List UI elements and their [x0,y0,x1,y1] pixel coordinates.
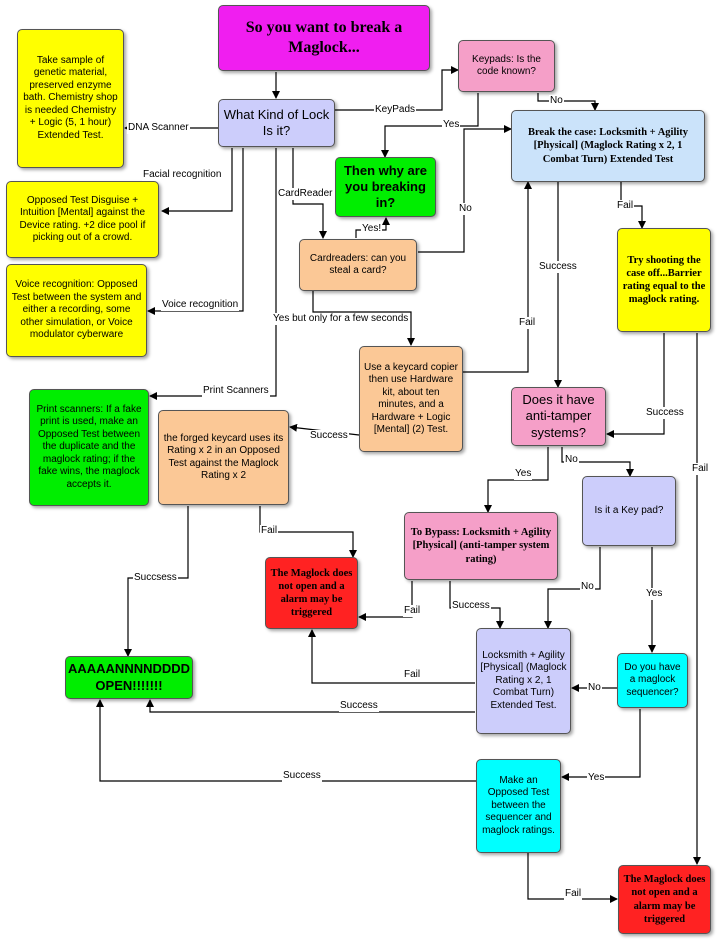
edge-label-yes-1: Yes [442,119,461,131]
edge-seq-yes [561,709,641,781]
node-fail-red-2-text: The Maglock does not open and a alarm ma… [623,874,706,925]
node-fail-red-1-text: The Maglock does not open and a alarm ma… [270,567,353,619]
edge-label-no-2: No [458,203,473,215]
node-open-text: AAAAANNNNDDDD OPEN!!!!!!! [67,661,191,693]
node-print-scanners-text: Print scanners: If a fake print is used,… [36,403,142,490]
node-fail-red-2: The Maglock does not open and a alarm ma… [618,865,711,934]
node-kind-of-lock: What Kind of Lock Is it? [218,99,335,147]
edge-label-yes-2: Yes [514,468,533,480]
edge-kind-to-print [149,148,277,400]
node-why-breaking: Then why are you breaking in? [335,157,436,217]
node-opposed-seq-text: Make an Opposed Test between the sequenc… [482,774,555,836]
node-is-keypad: Is it a Key pad? [582,476,676,546]
node-break-case: Break the case: Locksmith + Agility [Phy… [511,110,705,182]
edge-label-succsess: Succsess [133,572,178,584]
edge-label-fail-4: Fail [260,525,279,537]
edge-label-cardreader: CardReader [277,188,334,200]
node-anti-tamper-text: Does it have anti-tamper systems? [522,392,595,440]
edge-tamper-no [561,447,634,477]
node-kind-of-lock-text: What Kind of Lock Is it? [223,106,330,138]
edge-label-fail-5: Fail [403,605,422,617]
edge-kind-to-facial [161,148,233,215]
edge-label-no-4: No [580,581,595,593]
edge-cardreader-to-copier [312,291,415,346]
node-sequencer-q: Do you have a maglock sequencer? [617,653,688,708]
node-break-case-text: Break the case: Locksmith + Agility [Phy… [527,127,689,165]
edge-label-no-5: No [587,682,602,694]
edge-label-fail-3: Fail [691,463,710,475]
node-open: AAAAANNNNDDDD OPEN!!!!!!! [65,656,193,699]
node-title: So you want to break a Maglock... [218,5,430,71]
node-title-text: So you want to break a Maglock... [245,19,403,56]
edge-label-fail-1: Fail [616,200,635,212]
node-keypads-known: Keypads: Is the code known? [458,40,555,92]
node-try-shooting: Try shooting the case off...Barrier rati… [617,228,711,332]
edge-label-facial: Facial recognition [142,169,223,181]
node-why-breaking-text: Then why are you breaking in? [343,162,428,211]
edge-label-fail-2: Fail [518,317,537,329]
edge-label-yes-3: Yes [645,588,664,600]
node-locksmith-ext-text: Locksmith + Agility [Physical] (Maglock … [480,649,567,711]
edge-label-voice: Voice recognition [161,299,240,311]
edge-label-yes-excl: Yes! [361,223,383,235]
node-is-keypad-text: Is it a Key pad? [594,504,664,516]
node-forged-keycard: the forged keycard uses its Rating x 2 i… [158,410,289,505]
edge-label-success-6: Success [282,770,322,782]
node-cardreaders: Cardreaders: can you steal a card? [299,239,417,291]
node-print-scanners: Print scanners: If a fake print is used,… [29,389,149,506]
edge-cardreader-no [418,125,512,253]
edge-shoot-success [606,333,665,438]
node-forged-keycard-text: the forged keycard uses its Rating x 2 i… [163,432,284,482]
edge-opposed-success [96,699,476,782]
node-to-bypass-text: To Bypass: Locksmith + Agility [Physical… [410,527,552,565]
edge-label-yes-few: Yes but only for a few seconds [272,313,410,325]
node-voice-text: Voice recognition: Opposed Test between … [11,279,142,341]
edge-copier-fail [463,181,532,373]
edge-label-fail-6-mid: Fail [403,669,422,681]
edge-label-success-4: Success [451,600,491,612]
edge-label-print-scanners: Print Scanners [202,385,270,397]
node-facial-text: Opposed Test Disguise + Intuition [Menta… [19,194,146,244]
edge-kind-to-cardreader [292,148,327,239]
edge-label-no-3: No [564,454,579,466]
edge-label-no-1: No [549,95,564,107]
node-opposed-seq: Make an Opposed Test between the sequenc… [476,759,561,853]
node-keypads-known-text: Keypads: Is the code known? [472,53,541,78]
edge-label-yes-4: Yes [587,772,606,784]
edge-keypads-yes [381,93,479,158]
edge-kind-to-voice [147,148,244,315]
edge-locksmith-fail [308,629,475,684]
edge-opposed-fail [527,853,618,903]
edge-label-success-3: Success [309,430,349,442]
edge-bypass-fail [358,581,413,621]
edge-label-success-5: Success [339,700,379,712]
edge-keypad-no [544,547,601,629]
edge-label-fail-6: Fail [564,888,583,900]
node-keycard-copier: Use a keycard copier then use Hardware k… [359,346,463,452]
node-facial: Opposed Test Disguise + Intuition [Menta… [6,181,159,258]
node-anti-tamper: Does it have anti-tamper systems? [511,387,606,446]
node-dna-scanner-text: Take sample of genetic material, preserv… [23,54,118,141]
node-fail-red-1: The Maglock does not open and a alarm ma… [265,557,358,629]
node-cardreaders-text: Cardreaders: can you steal a card? [309,252,407,277]
node-keycard-copier-text: Use a keycard copier then use Hardware k… [364,361,458,436]
node-to-bypass: To Bypass: Locksmith + Agility [Physical… [404,512,558,580]
node-sequencer-q-text: Do you have a maglock sequencer? [624,661,681,698]
edge-label-dna-scanner: DNA Scanner [127,122,190,134]
edge-locksmith-success [146,699,475,713]
node-try-shooting-text: Try shooting the case off...Barrier rati… [622,254,706,306]
edge-keypads-no [537,93,599,111]
edge-tamper-yes [484,447,549,513]
edge-label-success-2: Success [645,407,685,419]
edge-forged-fail [259,506,357,558]
edge-label-success-1: Success [538,261,578,273]
node-locksmith-ext: Locksmith + Agility [Physical] (Maglock … [476,628,571,734]
edge-label-keypads: KeyPads [374,104,417,116]
node-voice: Voice recognition: Opposed Test between … [6,264,147,357]
node-dna-scanner: Take sample of genetic material, preserv… [17,29,124,168]
